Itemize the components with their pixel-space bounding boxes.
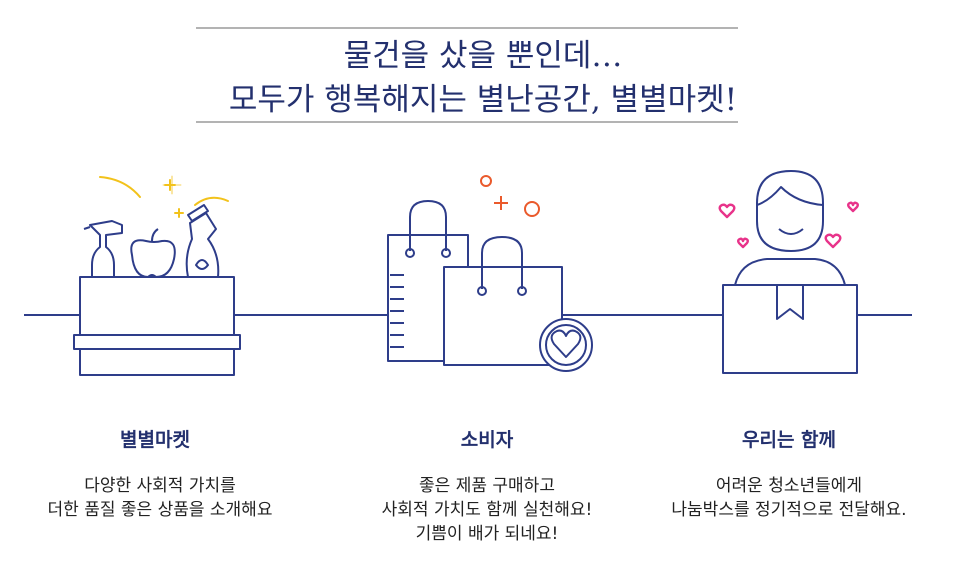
- baseline-left: [24, 314, 80, 316]
- column-title-together: 우리는 함께: [741, 429, 836, 451]
- column-title-consumer: 소비자: [460, 429, 514, 451]
- top-rule: [196, 27, 738, 29]
- column-title-market: 별별마켓: [120, 429, 190, 451]
- bottom-rule: [196, 121, 738, 123]
- desc-line: 더한 품질 좋은 상품을 소개해요: [47, 500, 273, 520]
- desc-line: 좋은 제품 구매하고: [419, 476, 555, 496]
- column-desc-together: 어려운 청소년들에게 나눔박스를 정기적으로 전달해요.: [629, 474, 949, 522]
- headline-line-2: 모두가 행복해지는 별난공간, 별별마켓!: [228, 82, 738, 118]
- headline-line-1: 물건을 샀을 뿐인데…: [343, 38, 623, 74]
- person-with-box-icon: [718, 170, 859, 374]
- desc-line: 나눔박스를 정기적으로 전달해요.: [671, 500, 907, 520]
- desc-line: 다양한 사회적 가치를: [84, 476, 236, 496]
- shopping-bags-icon: [387, 175, 593, 372]
- baseline-right: [856, 314, 912, 316]
- desc-line: 기쁨이 배가 되네요!: [415, 524, 559, 544]
- desc-line: 어려운 청소년들에게: [715, 476, 863, 496]
- grocery-box-icon: [73, 175, 241, 376]
- baseline-mid-1: [234, 314, 388, 316]
- column-desc-market: 다양한 사회적 가치를 더한 품질 좋은 상품을 소개해요: [0, 474, 320, 522]
- headline: 물건을 샀을 뿐인데… 모두가 행복해지는 별난공간, 별별마켓!: [0, 34, 966, 122]
- desc-line: 사회적 가치도 함께 실천해요!: [381, 500, 593, 520]
- baseline-mid-2: [560, 314, 722, 316]
- column-desc-consumer: 좋은 제품 구매하고 사회적 가치도 함께 실천해요! 기쁨이 배가 되네요!: [327, 474, 647, 546]
